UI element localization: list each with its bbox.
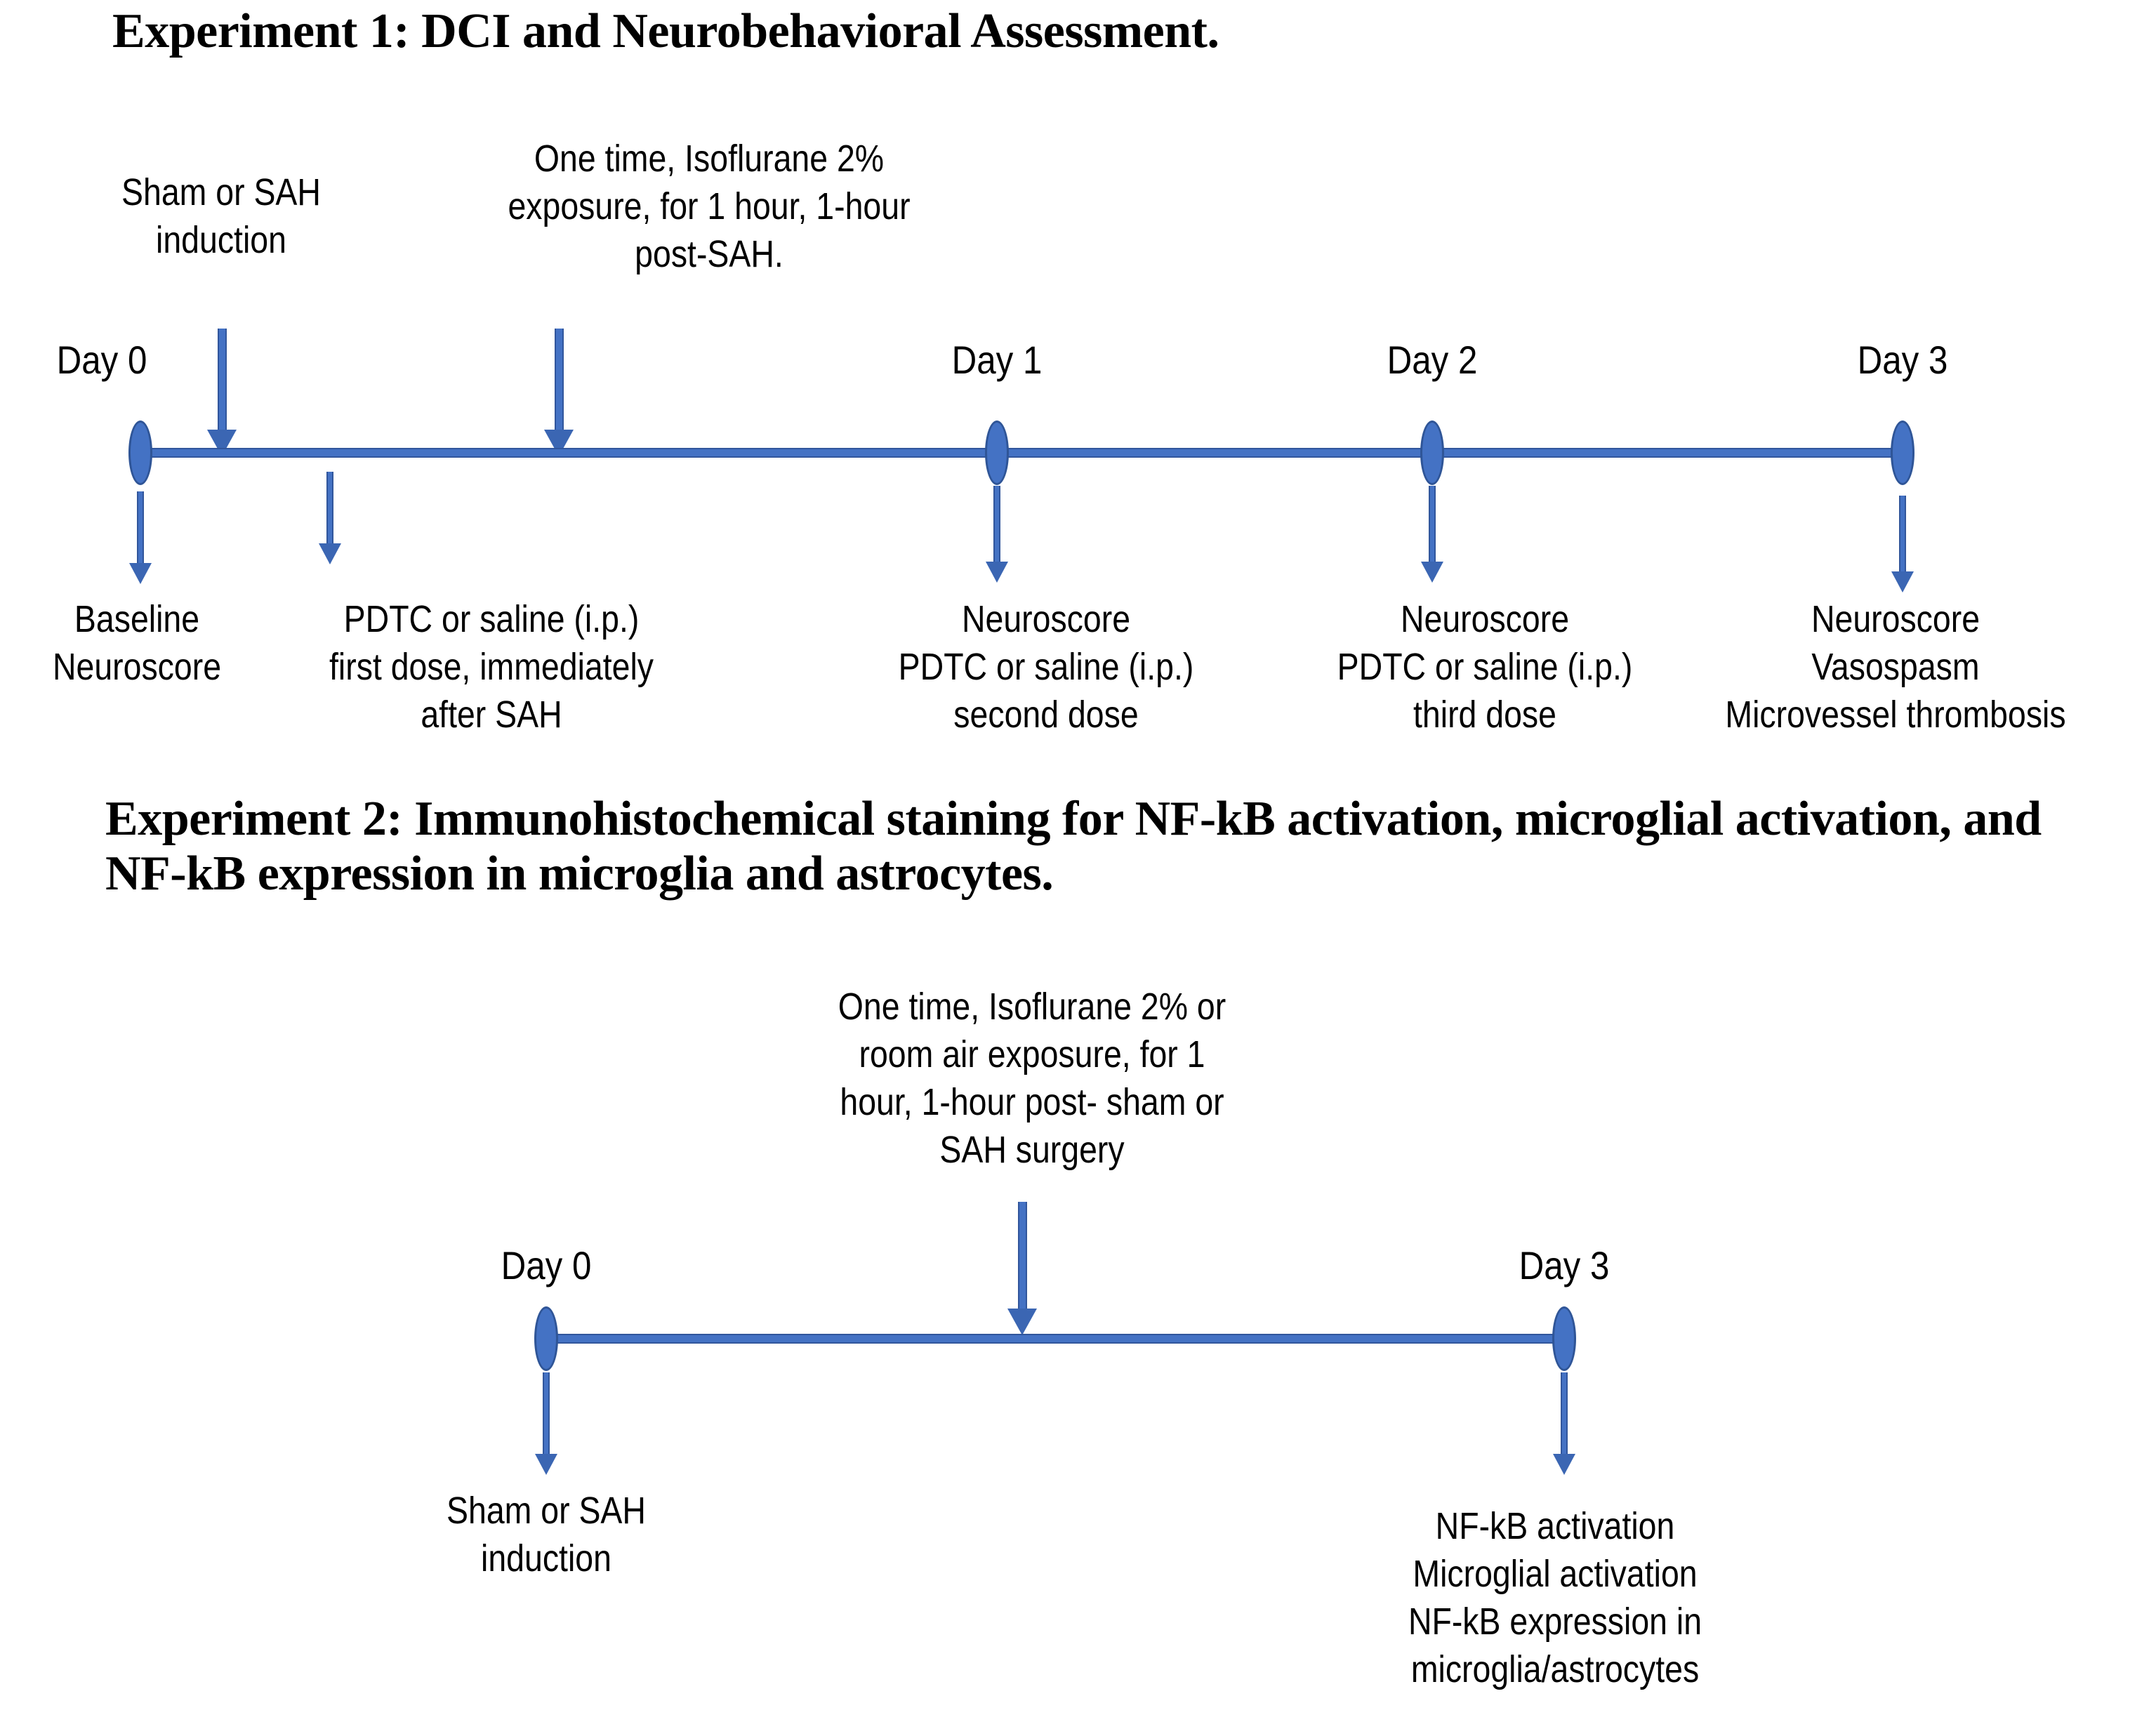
exp1-arrow-down-isoflurane — [544, 329, 574, 456]
exp2-day-label-0: Day 0 — [501, 1243, 592, 1287]
exp2-annotation-day3-outcomes: NF-kB activation Microglial activation N… — [1408, 1505, 1702, 1691]
exp1-timeline-node-day-0 — [128, 420, 152, 485]
exp1-annotation-pdtc-first-dose: PDTC or saline (i.p.) first dose, immedi… — [329, 598, 654, 736]
exp1-arrow-down-pdtc-first-dose — [319, 472, 341, 564]
exp1-timeline-axis — [140, 448, 1904, 458]
exp1-day-label-3: Day 3 — [1857, 338, 1948, 382]
exp1-arrow-down-day1-assessments — [986, 486, 1008, 584]
exp1-annotation-day3-assessments: Neuroscore Vasospasm Microvessel thrombo… — [1725, 598, 2066, 736]
exp1-arrow-down-sham-induction — [207, 329, 237, 456]
exp1-arrow-down-day2-assessments — [1421, 486, 1443, 584]
exp1-annotation-baseline-neuroscore: Baseline Neuroscore — [52, 598, 222, 689]
exp2-timeline-node-day-3 — [1552, 1306, 1576, 1371]
exp1-day-label-1: Day 1 — [951, 338, 1043, 382]
exp2-day-label-1: Day 3 — [1519, 1243, 1610, 1287]
exp2-annotation-isoflurane-or-room-air: One time, Isoflurane 2% or room air expo… — [838, 986, 1226, 1172]
exp1-annotation-day1-assessments: Neuroscore PDTC or saline (i.p.) second … — [898, 598, 1194, 736]
exp1-day-label-0: Day 0 — [56, 338, 147, 382]
experiment-1-title: Experiment 1: DCI and Neurobehavioral As… — [112, 4, 1219, 58]
exp1-timeline-node-day-2 — [1420, 420, 1444, 485]
exp1-arrow-down-day3-assessments — [1891, 496, 1914, 594]
exp2-arrow-down-sham-induction — [535, 1372, 557, 1478]
exp2-arrow-down-isoflurane — [1007, 1202, 1037, 1335]
experiment-2-title: Experiment 2: Immunohistochemical staini… — [105, 792, 2054, 901]
exp1-annotation-isoflurane-exposure: One time, Isoflurane 2% exposure, for 1 … — [508, 138, 911, 276]
exp2-timeline-axis — [546, 1334, 1564, 1344]
exp1-annotation-day2-assessments: Neuroscore PDTC or saline (i.p.) third d… — [1337, 598, 1633, 736]
exp1-day-label-2: Day 2 — [1387, 338, 1478, 382]
exp2-annotation-sham-or-sah-induction: Sham or SAH induction — [447, 1490, 646, 1580]
exp2-timeline-node-day-0 — [534, 1306, 558, 1371]
exp1-timeline-node-day-1 — [985, 420, 1009, 485]
exp1-annotation-sham-or-sah-induction: Sham or SAH induction — [121, 171, 321, 262]
exp1-timeline-node-day-3 — [1891, 420, 1914, 485]
exp1-arrow-down-baseline-neuroscore — [129, 491, 152, 584]
exp2-arrow-down-day3-outcomes — [1553, 1372, 1575, 1478]
